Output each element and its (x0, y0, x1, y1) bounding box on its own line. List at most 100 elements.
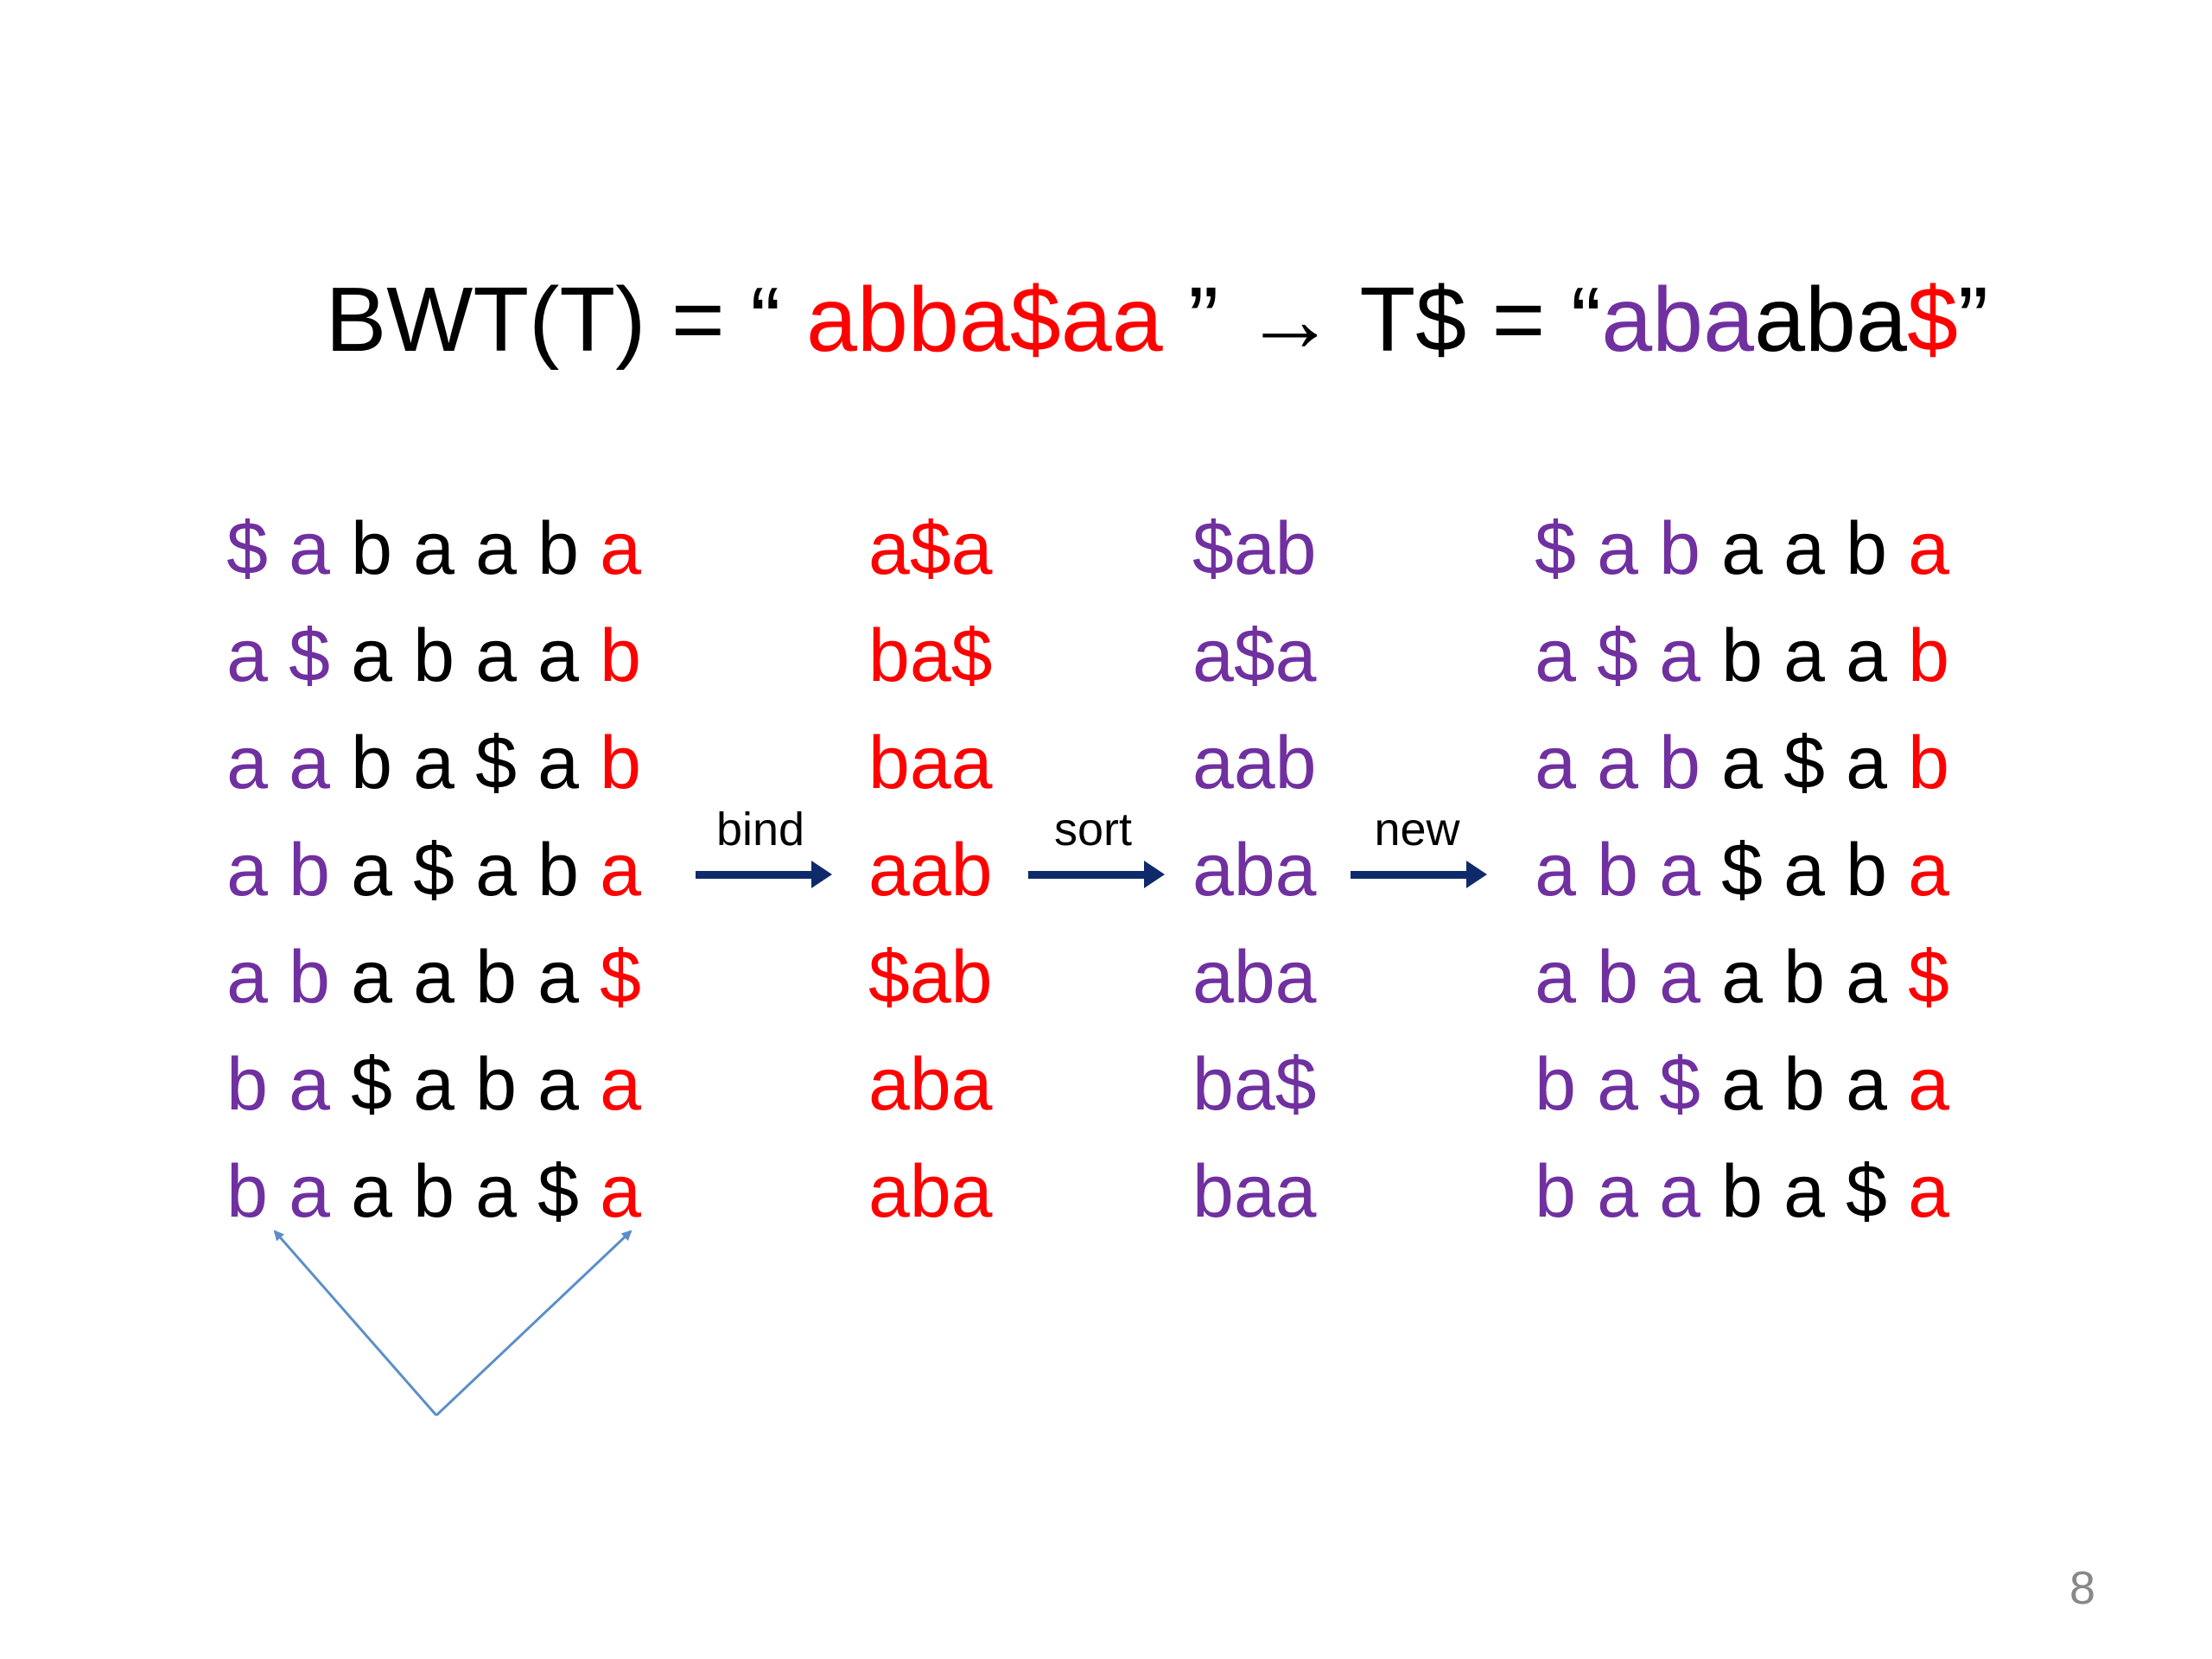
matrix-cell: b (1721, 614, 1763, 697)
matrix-cell: b (351, 507, 392, 590)
page-number: 8 (2069, 1562, 2095, 1614)
matrix-cell: b (1597, 936, 1638, 1019)
title-t-part2: aba (1754, 269, 1907, 371)
column-word: $ab (868, 936, 993, 1019)
matrix-cell: b (289, 829, 330, 912)
matrix-cell: a (600, 829, 641, 912)
matrix-cell: a (226, 936, 268, 1019)
matrix-cell: a (1597, 1150, 1638, 1233)
matrix-cell: a (1721, 1043, 1763, 1126)
matrix-cell: b (351, 721, 392, 804)
matrix-cell: b (1659, 721, 1700, 804)
matrix-cell: a (226, 614, 268, 697)
matrix-cell: a (1597, 721, 1638, 804)
matrix-cell: b (600, 614, 641, 697)
matrix-cell: a (1535, 936, 1576, 1019)
matrix-cell: a (475, 1150, 517, 1233)
matrix-cell: b (1597, 829, 1638, 912)
matrix-cell: a (413, 1043, 454, 1126)
matrix-cell: b (1783, 936, 1825, 1019)
matrix-cell: a (600, 507, 641, 590)
matrix-cell: a (1846, 1043, 1887, 1126)
column-word: a$a (868, 507, 993, 590)
new-arrow-icon (1351, 861, 1487, 888)
matrix-cell: b (1846, 829, 1887, 912)
matrix-cell: a (351, 829, 392, 912)
matrix-cell: a (537, 721, 579, 804)
matrix-cell: $ (1908, 936, 1949, 1019)
title-t-label: T$ = “ (1335, 269, 1602, 371)
matrix-cell: b (226, 1043, 268, 1126)
title-middle: ” (1162, 269, 1244, 371)
matrix-cell: a (1597, 507, 1638, 590)
matrix-cell: $ (1846, 1150, 1887, 1233)
matrix-cell: a (600, 1043, 641, 1126)
matrix-cell: b (1783, 1043, 1825, 1126)
matrix-cell: b (600, 721, 641, 804)
matrix-cell: a (351, 614, 392, 697)
matrix-cell: a (1846, 936, 1887, 1019)
matrix-cell: $ (537, 1150, 579, 1233)
matrix-cell: $ (226, 507, 268, 590)
matrix-cell: a (413, 721, 454, 804)
matrix-cell: b (1846, 507, 1887, 590)
bind-arrow-label: bind (715, 804, 805, 855)
matrix-cell: a (1908, 1150, 1949, 1233)
title-suffix: ” (1957, 269, 1989, 371)
matrix-cell: a (475, 614, 517, 697)
matrix-cell: a (289, 1150, 330, 1233)
matrix-cell: b (1535, 1150, 1576, 1233)
column-word: baa (1192, 1150, 1317, 1233)
column-word: baa (868, 721, 993, 804)
matrix-cell: a (537, 614, 579, 697)
matrix-cell: $ (600, 936, 641, 1019)
matrix-cell: $ (1783, 721, 1825, 804)
column-word: aab (868, 829, 993, 912)
matrix-cell: a (289, 507, 330, 590)
matrix-cell: a (475, 829, 517, 912)
matrix-cell: a (1659, 1150, 1700, 1233)
matrix-cell: b (1659, 507, 1700, 590)
column-word: aba (868, 1150, 993, 1233)
matrix-cell: a (1721, 507, 1763, 590)
column-word: aba (1192, 936, 1317, 1019)
matrix-cell: a (1783, 1150, 1825, 1233)
title-t-part1: aba (1601, 269, 1755, 371)
matrix-cell: a (1597, 1043, 1638, 1126)
matrix-cell: b (1535, 1043, 1576, 1126)
matrix-cell: $ (413, 829, 454, 912)
slide-title: BWT(T) = “ abba$aa ” → T$ = “abaaba$” (0, 138, 2212, 371)
matrix-cell: a (1535, 614, 1576, 697)
matrix-cell: a (1846, 614, 1887, 697)
matrix-cell: a (289, 1043, 330, 1126)
matrix-cell: $ (351, 1043, 392, 1126)
matrix-cell: b (413, 614, 454, 697)
column-word: aab (1192, 721, 1317, 804)
matrix-cell: a (600, 1150, 641, 1233)
title-prefix: BWT(T) = “ (325, 269, 806, 371)
matrix-cell: b (1908, 614, 1949, 697)
matrix-cell: a (1535, 829, 1576, 912)
matrix-cell: b (1908, 721, 1949, 804)
matrix-cell: b (1721, 1150, 1763, 1233)
sort-arrow-icon (1028, 861, 1165, 888)
matrix-cell: b (413, 1150, 454, 1233)
title-arrow-icon: → (1243, 269, 1336, 371)
matrix-cell: a (413, 936, 454, 1019)
column-word: a$a (1192, 614, 1317, 697)
matrix-cell: a (413, 507, 454, 590)
matrix-cell: a (1783, 614, 1825, 697)
matrix-cell: b (289, 936, 330, 1019)
matrix-cell: b (475, 936, 517, 1019)
column-word: ba$ (1192, 1043, 1317, 1126)
matrix-cell: a (351, 936, 392, 1019)
matrix-cell: a (351, 1150, 392, 1233)
matrix-cell: a (475, 507, 517, 590)
matrix-cell: b (226, 1150, 268, 1233)
column-word: ba$ (868, 614, 993, 697)
